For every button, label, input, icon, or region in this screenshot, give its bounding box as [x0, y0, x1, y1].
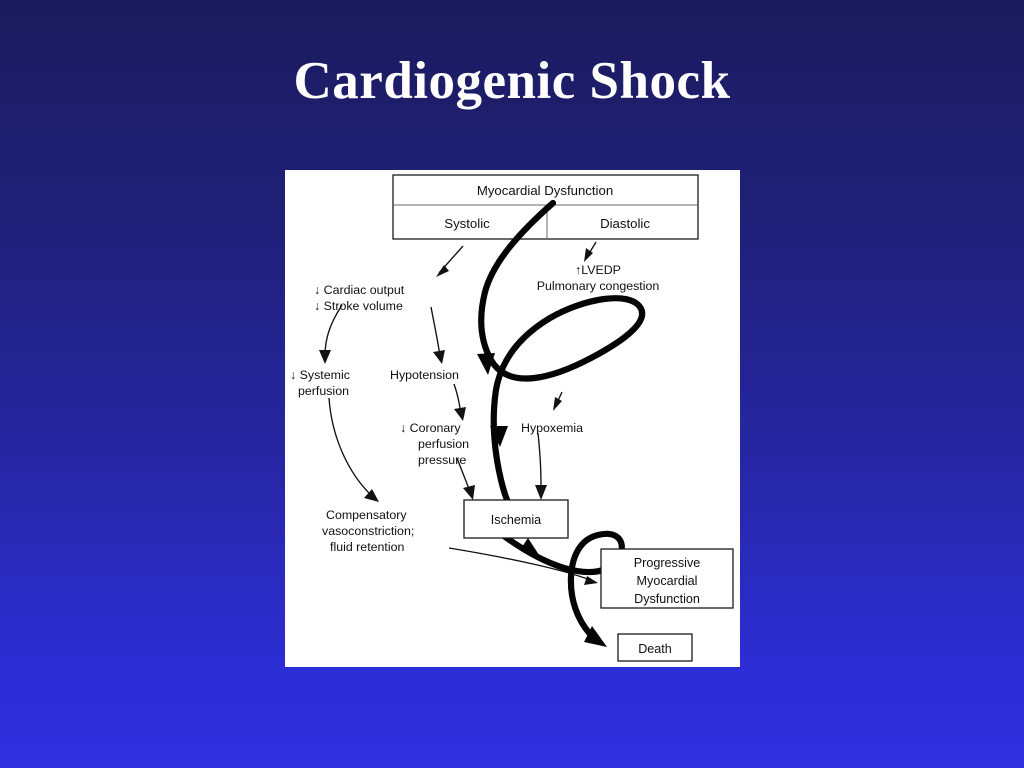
thick-arrow-myocardial-dysfunction-feedback [477, 199, 646, 508]
arrow-hypoxemia-to-ischemia [535, 432, 547, 500]
arrow-hypotension-to-coronary-perfusion-pressure [453, 383, 466, 421]
node-progressive-myocardial-dysfunction[interactable]: Progressive Myocardial Dysfunction [600, 548, 734, 609]
node-cardiac-output[interactable]: ↓ Cardiac output ↓ Stroke volume [314, 283, 405, 313]
page-title: Cardiogenic Shock [293, 52, 731, 110]
diagram-panel: Myocardial Dysfunction Systolic Diastoli… [285, 170, 740, 667]
node-ischemia[interactable]: Ischemia [463, 499, 569, 539]
node-coronary-perfusion-pressure[interactable]: ↓ Coronary perfusion pressure [400, 421, 469, 467]
compensatory-line-1: Compensatory [326, 508, 407, 522]
diastolic-cell: Diastolic [600, 216, 650, 231]
cardiac-output-line-2: ↓ Stroke volume [314, 299, 403, 313]
compensatory-line-2: vasoconstriction; [322, 524, 414, 538]
coronary-perfusion-line-3: pressure [418, 453, 466, 467]
thick-arrow-ischemia-to-progressive-to-death [496, 529, 625, 647]
hypotension-label: Hypotension [390, 368, 459, 382]
hypoxemia-label: Hypoxemia [521, 421, 583, 435]
systemic-perfusion-line-1: ↓ Systemic [290, 368, 350, 382]
lvedp-line-1: ↑LVEDP [575, 263, 621, 277]
systolic-cell: Systolic [444, 216, 490, 231]
node-lvedp[interactable]: ↑LVEDP Pulmonary congestion [537, 263, 660, 293]
death-label: Death [638, 642, 672, 656]
arrow-systolic-to-cardiac-output [436, 245, 464, 277]
node-hypotension[interactable]: Hypotension [390, 368, 459, 382]
cardiogenic-shock-flowchart: Myocardial Dysfunction Systolic Diastoli… [290, 174, 734, 662]
arrow-systemic-perfusion-to-compensatory [328, 397, 379, 502]
progressive-line-3: Dysfunction [634, 592, 700, 606]
compensatory-line-3: fluid retention [330, 540, 405, 554]
cardiac-output-line-1: ↓ Cardiac output [314, 283, 405, 297]
ischemia-label: Ischemia [491, 513, 541, 527]
node-systemic-perfusion[interactable]: ↓ Systemic perfusion [290, 368, 350, 398]
arrow-diastolic-to-lvedp [584, 241, 597, 262]
arrow-compensatory-to-progressive-myocardial-dysfunction [448, 547, 598, 585]
arrow-to-hypoxemia [553, 391, 563, 411]
node-death[interactable]: Death [617, 633, 693, 662]
arrow-cardiac-output-to-hypotension [430, 306, 445, 364]
node-myocardial-dysfunction[interactable]: Myocardial Dysfunction Systolic Diastoli… [392, 174, 699, 240]
arrow-coronary-perfusion-pressure-to-ischemia [456, 457, 475, 500]
myocardial-dysfunction-header: Myocardial Dysfunction [477, 183, 613, 198]
arrow-cardiac-output-to-systemic-perfusion [319, 304, 343, 364]
progressive-line-1: Progressive [634, 556, 701, 570]
progressive-line-2: Myocardial [637, 574, 698, 588]
lvedp-line-2: Pulmonary congestion [537, 279, 660, 293]
node-hypoxemia[interactable]: Hypoxemia [521, 421, 583, 435]
coronary-perfusion-line-1: ↓ Coronary [400, 421, 461, 435]
node-compensatory-vasoconstriction[interactable]: Compensatory vasoconstriction; fluid ret… [322, 508, 414, 554]
coronary-perfusion-line-2: perfusion [418, 437, 469, 451]
systemic-perfusion-line-2: perfusion [298, 384, 349, 398]
